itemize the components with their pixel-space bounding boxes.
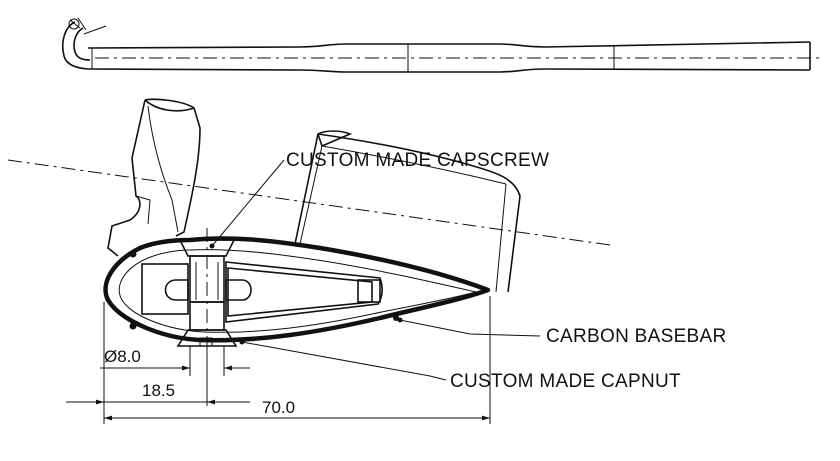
basebar-section [103, 236, 491, 343]
capscrew-label: CUSTOM MADE CAPSCREW [286, 150, 549, 171]
basebar-label: CARBON BASEBAR [546, 326, 727, 347]
offset-dimension: 18.5 [142, 381, 175, 400]
right-armrest [294, 130, 521, 293]
dimension-lines [66, 296, 491, 424]
callout-leaders [209, 159, 541, 381]
top-view-basebar [61, 17, 820, 73]
diameter-dimension: Ø8.0 [104, 347, 141, 366]
width-dimension: 70.0 [262, 398, 295, 417]
capnut [176, 329, 238, 347]
capnut-label: CUSTOM MADE CAPNUT [450, 371, 681, 392]
left-bracket [107, 98, 201, 257]
